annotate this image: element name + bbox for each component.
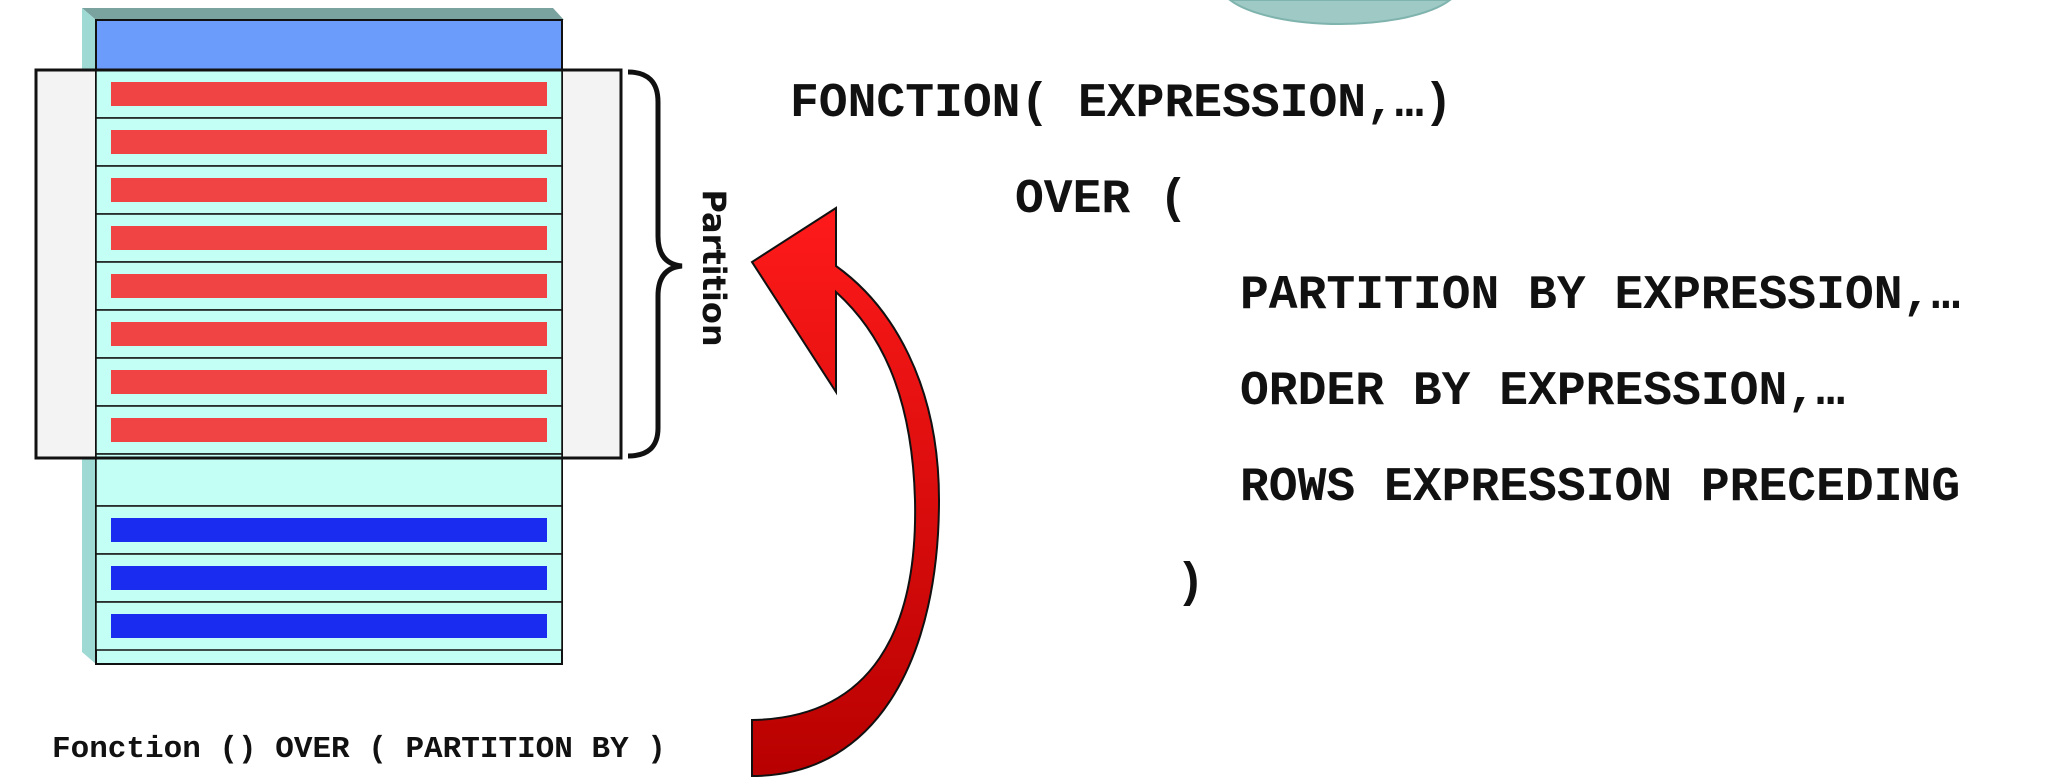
- caption: Fonction () OVER ( PARTITION BY ): [52, 732, 666, 767]
- partition-brace: [627, 69, 683, 459]
- partition-row-bar: [111, 226, 547, 250]
- table-top-face: [82, 8, 564, 20]
- partition-row-bar: [111, 322, 547, 346]
- syntax-line-close-paren: ): [1176, 557, 1205, 611]
- table-rows: [95, 69, 563, 651]
- syntax-line-partition-by: PARTITION BY EXPRESSION,…: [1240, 269, 1961, 323]
- partition-row-bar: [111, 130, 547, 154]
- other-row-bar: [111, 566, 547, 590]
- curved-arrow: [750, 206, 941, 778]
- decorative-circle: [1228, 0, 1452, 25]
- syntax-line-rows-preceding: ROWS EXPRESSION PRECEDING: [1240, 461, 1961, 515]
- syntax-line-order-by: ORDER BY EXPRESSION,…: [1240, 365, 1845, 419]
- other-row-bar: [111, 614, 547, 638]
- partition-outline: [34, 68, 623, 460]
- partition-row-bar: [111, 370, 547, 394]
- partition-row-bar: [111, 274, 547, 298]
- gap-row: [95, 453, 563, 507]
- syntax-line-function: FONCTION( EXPRESSION,…): [790, 77, 1453, 131]
- table-header: [95, 19, 563, 71]
- other-row-bar: [111, 518, 547, 542]
- partition-row-bar: [111, 178, 547, 202]
- partition-row-bar: [111, 418, 547, 442]
- partition-row-bar: [111, 82, 547, 106]
- syntax-line-over: OVER (: [1015, 173, 1188, 227]
- partition-label: Partition: [695, 189, 733, 347]
